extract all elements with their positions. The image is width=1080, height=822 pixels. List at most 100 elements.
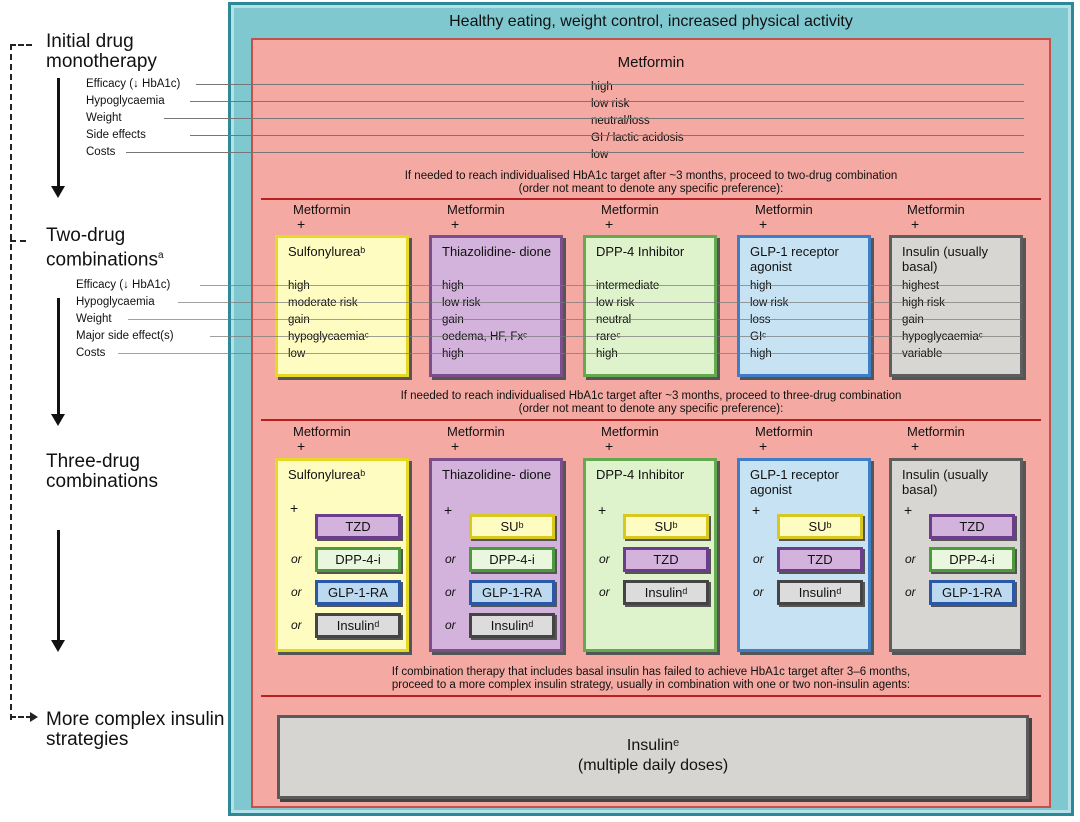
dual-col-base: Metformin [601, 202, 659, 217]
dual-drug-value: GIᶜ [750, 331, 767, 343]
criterion-efficacy: Efficacy (↓ HbA1c) [86, 78, 181, 90]
third-drug-option: SUᵇ [777, 514, 863, 539]
plus-sign: + [451, 438, 460, 454]
mono-value-weight: neutral/loss [591, 115, 650, 127]
criterion-costs: Costs [86, 146, 116, 158]
triple-col-base: Metformin [601, 424, 659, 439]
divider [261, 198, 1041, 200]
dual-drug-value: low risk [750, 297, 789, 309]
dual-drug-value: high [288, 280, 310, 292]
arrow-down-icon [51, 186, 65, 198]
dual-col-base: Metformin [755, 202, 813, 217]
dual-drug-value: variable [902, 348, 943, 360]
plus-sign: + [297, 438, 306, 454]
plus-sign: + [444, 502, 453, 518]
dual-drug-value: loss [750, 314, 771, 326]
plus-sign: + [904, 502, 913, 518]
dual-drug-value: gain [288, 314, 310, 326]
mono-value-hypoglycaemia: low risk [591, 98, 630, 110]
criterion-side-effect: Major side effect(s) [76, 330, 174, 342]
dashed-arrow-head-icon [30, 712, 38, 722]
dual-drug-name: DPP-4 Inhibitor [596, 244, 685, 259]
or-label: or [905, 552, 916, 566]
third-drug-option: DPP-4-i [469, 547, 555, 572]
plus-sign: + [605, 216, 614, 232]
criterion-connector [190, 135, 1024, 136]
third-drug-option: GLP-1-RA [315, 580, 401, 605]
dual-drug-value: high [596, 348, 618, 360]
stage-monotherapy: Initial drug monotherapy [46, 31, 157, 72]
third-drug-option: SUᵇ [623, 514, 709, 539]
dual-drug-value: high risk [902, 297, 945, 309]
or-label: or [291, 552, 302, 566]
criterion-side-effects: Side effects [86, 129, 146, 141]
third-drug-option: Insulinᵈ [469, 613, 555, 638]
third-drug-option: Insulinᵈ [777, 580, 863, 605]
dual-col-base: Metformin [293, 202, 351, 217]
third-drug-option: GLP-1-RA [469, 580, 555, 605]
criterion-efficacy: Efficacy (↓ HbA1c) [76, 279, 171, 291]
arrow-line-3 [57, 530, 60, 642]
plus-sign: + [598, 502, 607, 518]
triple-drug-box: Insulin (usually basal) + [889, 458, 1023, 652]
triple-drug-name: Sulfonylureaᵇ [288, 467, 366, 482]
criterion-connector [126, 152, 1024, 153]
dual-drug-value: low risk [596, 297, 635, 309]
plus-sign: + [605, 438, 614, 454]
treatment-panel: Metformin high low risk neutral/loss GI … [251, 38, 1051, 808]
arrow-down-icon [51, 414, 65, 426]
note-insulin-line1: If combination therapy that includes bas… [391, 666, 911, 678]
or-label: or [445, 618, 456, 632]
stage-two-drug: Two-drug combinationsa [46, 225, 164, 271]
dashed-flow-line [10, 44, 12, 720]
plus-sign: + [759, 216, 768, 232]
criterion-costs: Costs [76, 347, 106, 359]
criterion-connector [190, 101, 1024, 102]
stage-complex-insulin: More complex insulin strategies [46, 709, 225, 750]
stage-three-drug: Three-drug combinations [46, 451, 158, 492]
dashed-tick-two-drug [10, 240, 26, 242]
dual-drug-box: DPP-4 Inhibitor intermediate low risk neut… [583, 235, 717, 377]
criterion-connector [118, 353, 1022, 354]
criterion-connector [178, 302, 1022, 303]
or-label: or [905, 585, 916, 599]
third-drug-option: SUᵇ [469, 514, 555, 539]
criterion-connector [128, 319, 1022, 320]
plus-sign: + [752, 502, 761, 518]
dual-drug-name: Sulfonylureaᵇ [288, 244, 366, 259]
dual-drug-value: low [288, 348, 306, 360]
dual-drug-value: neutral [596, 314, 632, 326]
dashed-tick-top [10, 44, 32, 46]
note-three-drug-line2: (order not meant to denote any specific … [518, 403, 784, 415]
third-drug-option: GLP-1-RA [929, 580, 1015, 605]
divider [261, 419, 1041, 421]
plus-sign: + [297, 216, 306, 232]
plus-sign: + [290, 500, 299, 516]
criterion-connector [196, 84, 1024, 85]
triple-drug-name: Insulin (usually basal) [902, 467, 988, 497]
criterion-connector [200, 285, 1022, 286]
triple-drug-name: Thiazolidine- dione [442, 467, 552, 482]
criterion-hypoglycaemia: Hypoglycaemia [86, 95, 165, 107]
dual-drug-name: GLP-1 receptor agonist [750, 244, 839, 274]
triple-drug-name: GLP-1 receptor agonist [750, 467, 839, 497]
criterion-weight: Weight [86, 112, 122, 124]
triple-drug-name: DPP-4 Inhibitor [596, 467, 685, 482]
or-label: or [291, 618, 302, 632]
dual-drug-value: oedema, HF, Fxᶜ [442, 331, 528, 343]
final-box-title: Insulinᵉ [626, 737, 680, 754]
or-label: or [599, 552, 610, 566]
dual-drug-value: gain [442, 314, 464, 326]
arrow-line-2 [57, 298, 60, 416]
third-drug-option: TZD [315, 514, 401, 539]
dual-drug-value: high [750, 348, 772, 360]
dual-drug-name: Insulin (usually basal) [902, 244, 988, 274]
plus-sign: + [911, 438, 920, 454]
dual-drug-value: intermediate [596, 280, 660, 292]
dual-drug-value: high [442, 280, 464, 292]
criterion-hypoglycaemia: Hypoglycaemia [76, 296, 155, 308]
dual-drug-value: hypoglycaemiaᶜ [902, 331, 983, 343]
dual-drug-value: moderate risk [288, 297, 358, 309]
